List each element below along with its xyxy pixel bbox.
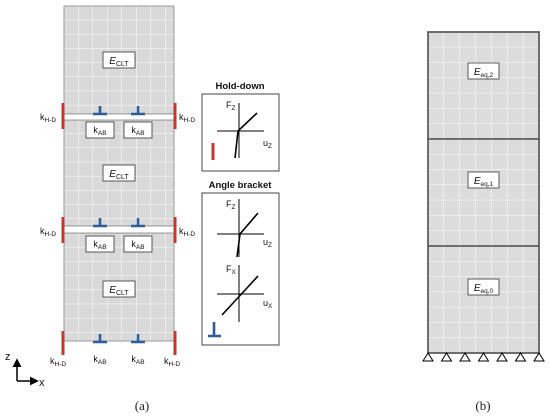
axis-z-label: z — [5, 351, 11, 363]
kab-box-lower-2: kAB — [123, 235, 153, 253]
pinned-support — [440, 352, 453, 362]
angle-bracket-lower-2 — [131, 218, 145, 228]
floor-slab-lower — [63, 225, 175, 234]
svg-text:Eeq,0: Eeq,0 — [474, 283, 494, 295]
pinned-support — [477, 352, 490, 362]
module-label-bottom: ECLT — [102, 280, 136, 298]
pinned-support — [459, 352, 471, 362]
hold-down-law-plot — [217, 103, 264, 159]
panel-a: ECLT ECLT ECLT — [5, 5, 195, 413]
svg-text:kAB: kAB — [93, 239, 106, 251]
svg-text:Eeq,2: Eeq,2 — [474, 67, 494, 79]
angle-bracket-upper-2 — [131, 106, 145, 116]
eq-label-top: Eeq,2 — [467, 62, 500, 80]
hold-down-f-label: FZ — [226, 100, 236, 112]
module-label-top: ECLT — [102, 51, 136, 69]
khd-label-right-upper: kH-D — [179, 112, 195, 124]
angle-bracket-symbol — [208, 322, 221, 338]
svg-text:ECLT: ECLT — [109, 169, 129, 181]
kab-box-lower-1: kAB — [85, 235, 115, 253]
angle-bracket-fx-label: FX — [226, 264, 237, 276]
kab-label-base-2: kAB — [131, 354, 144, 366]
pinned-support — [496, 352, 508, 362]
svg-text:kAB: kAB — [131, 239, 144, 251]
floor-slab-upper — [63, 113, 175, 121]
kab-box-upper-2: kAB — [123, 121, 153, 139]
khd-label-left-base: kH-D — [50, 356, 66, 368]
equivalent-module-middle — [427, 138, 540, 247]
axis-x-label: x — [39, 377, 45, 389]
svg-text:kAB: kAB — [131, 125, 144, 137]
eq-label-bottom: Eeq,0 — [467, 278, 500, 296]
panel-b: Eeq,2 Eeq,1 Eeq,0 (b) — [422, 31, 545, 413]
pinned-support — [514, 352, 527, 362]
svg-text:Eeq,1: Eeq,1 — [474, 176, 494, 188]
kab-box-upper-1: kAB — [85, 121, 115, 139]
eq-label-middle: Eeq,1 — [467, 171, 500, 189]
angle-bracket-ux-label: uX — [263, 298, 273, 310]
pinned-support — [422, 352, 434, 362]
angle-bracket-upper-1 — [93, 106, 107, 116]
angle-bracket-fz-label: FZ — [226, 199, 236, 211]
equivalent-module-bottom — [427, 245, 540, 354]
legend: Hold-down FZ uZ Angle bracket FZ uZ FX u… — [201, 81, 280, 346]
angle-bracket-title: Angle bracket — [209, 180, 273, 191]
svg-text:ECLT: ECLT — [109, 56, 129, 68]
angle-bracket-z-plot — [217, 199, 264, 258]
khd-label-right-lower: kH-D — [179, 226, 195, 238]
svg-text:ECLT: ECLT — [109, 285, 129, 297]
angle-bracket-uz-label: uZ — [263, 237, 272, 249]
coordinate-axes — [12, 358, 39, 386]
khd-label-left-lower: kH-D — [40, 226, 56, 238]
pinned-support — [533, 352, 545, 362]
angle-bracket-base-1 — [93, 334, 107, 344]
caption-b: (b) — [475, 398, 490, 413]
module-label-middle: ECLT — [102, 164, 136, 182]
angle-bracket-x-plot — [217, 265, 264, 322]
kab-label-base-1: kAB — [93, 354, 106, 366]
khd-label-left-upper: kH-D — [40, 112, 56, 124]
hold-down-law-box — [201, 93, 280, 172]
pinned-supports — [422, 352, 545, 362]
equivalent-module-top — [427, 31, 540, 140]
svg-text:kAB: kAB — [93, 125, 106, 137]
hold-down-u-label: uZ — [263, 138, 272, 150]
angle-bracket-base-2 — [131, 334, 145, 344]
caption-a: (a) — [135, 398, 149, 413]
khd-label-right-base: kH-D — [164, 356, 180, 368]
angle-bracket-lower-1 — [93, 218, 107, 228]
hold-down-title: Hold-down — [215, 81, 264, 92]
angle-brackets — [93, 106, 145, 344]
hold-downs — [61, 103, 177, 355]
angle-bracket-law-box — [201, 192, 280, 346]
